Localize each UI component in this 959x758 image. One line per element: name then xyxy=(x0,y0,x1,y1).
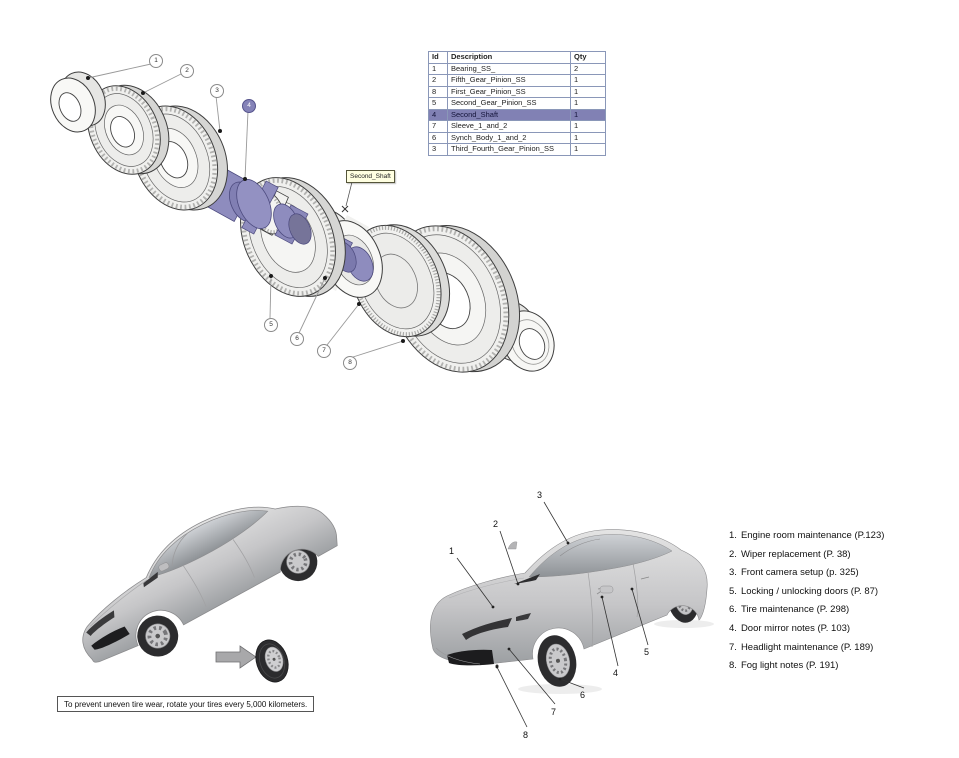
maintenance-item: 2.Wiper replacement (P. 38) xyxy=(729,548,851,560)
gear-leader-dots xyxy=(86,76,405,343)
second-shaft-part[interactable] xyxy=(186,157,316,248)
rotation-arrow xyxy=(215,645,257,669)
car2-wiper-slit xyxy=(514,574,540,584)
car2-glass xyxy=(528,534,673,578)
gear-callout-7[interactable]: 7 xyxy=(317,344,331,358)
parts-table-row[interactable]: 3 Third_Fourth_Gear_Pinion_SS 1 xyxy=(428,143,606,156)
bearing-front xyxy=(50,71,106,133)
gear-callout-1[interactable]: 1 xyxy=(149,54,163,68)
tire-note-caption: To prevent uneven tire wear, rotate your… xyxy=(57,696,315,712)
car1-wiper-slit xyxy=(143,571,158,588)
parts-table-row[interactable]: 6 Synch_Body_1_and_2 1 xyxy=(428,131,606,144)
gear-callout-8[interactable]: 8 xyxy=(343,356,357,370)
car1-grille xyxy=(91,626,130,650)
car-callout-5: 5 xyxy=(644,647,650,657)
gear-callout-6[interactable]: 6 xyxy=(290,332,304,346)
car2-front-wheel xyxy=(537,635,577,687)
car1-body xyxy=(82,505,338,663)
parts-table-row[interactable]: 5 Second_Gear_Pinion_SS 1 xyxy=(428,97,606,110)
parts-table-row[interactable]: 1 Bearing_SS_ 2 xyxy=(428,62,606,75)
car2-mirror xyxy=(596,585,614,595)
car-callout-6: 6 xyxy=(580,690,586,700)
tooltip-leader xyxy=(341,181,353,213)
col-qty: Qty xyxy=(570,51,606,64)
col-description: Description xyxy=(447,51,571,64)
maintenance-item: 7.Headlight maintenance (P. 189) xyxy=(729,641,874,653)
car-callout-1: 1 xyxy=(449,546,455,556)
maintenance-item: 4.Door mirror notes (P. 103) xyxy=(729,622,851,634)
part-tooltip: Second_Shaft xyxy=(346,170,395,183)
maintenance-item: 8.Fog light notes (P. 191) xyxy=(729,660,839,672)
gear-callout-3[interactable]: 3 xyxy=(210,84,224,98)
parts-table-row[interactable]: 8 First_Gear_Pinion_SS 1 xyxy=(428,85,606,98)
car-tilted xyxy=(82,505,338,663)
parts-table-row-selected[interactable]: 4 Second_Shaft 1 xyxy=(428,108,606,121)
car2-leader-lines xyxy=(456,501,649,728)
car2-headlight xyxy=(462,618,512,640)
car-callout-3: 3 xyxy=(537,490,543,500)
parts-table: Id Description Qty 1 Bearing_SS_ 2 2 Fif… xyxy=(428,51,606,156)
exterior-callout-illustration xyxy=(430,501,714,728)
gear-leader-lines xyxy=(87,63,404,358)
gear-callout-2[interactable]: 2 xyxy=(180,64,194,78)
car2-grille xyxy=(447,649,494,666)
car-callout-4: 4 xyxy=(613,668,619,678)
gear-callout-4-selected[interactable]: 4 xyxy=(242,99,256,113)
car1-front-wheel xyxy=(137,615,179,657)
car-callout-7: 7 xyxy=(551,707,557,717)
maintenance-item: 5.Locking / unlocking doors (P. 87) xyxy=(729,585,879,597)
car1-mirror xyxy=(158,562,170,572)
parts-table-row[interactable]: 7 Sleeve_1_and_2 1 xyxy=(428,120,606,133)
gear-exploded-diagram xyxy=(50,63,555,373)
car2-leader-dots xyxy=(491,541,634,681)
car2-roof-fin xyxy=(507,541,518,550)
car1-glass xyxy=(148,510,269,579)
col-id: Id xyxy=(428,51,448,64)
parts-table-header: Id Description Qty xyxy=(428,51,606,64)
parts-table-row[interactable]: 2 Fifth_Gear_Pinion_SS 1 xyxy=(428,74,606,87)
maintenance-item: 3.Front camera setup (p. 325) xyxy=(729,567,859,579)
gear-fifth-pinion xyxy=(87,84,170,175)
maintenance-item: 6.Tire maintenance (P. 298) xyxy=(729,604,850,616)
maintenance-list: 1.Engine room maintenance (P.123) 2.Wipe… xyxy=(729,531,884,680)
car-callout-2: 2 xyxy=(493,519,499,529)
car1-headlight xyxy=(86,610,115,636)
gear-callout-5[interactable]: 5 xyxy=(264,318,278,332)
car-callout-8: 8 xyxy=(523,730,529,740)
maintenance-item: 1.Engine room maintenance (P.123) xyxy=(729,530,885,541)
detached-tire xyxy=(255,639,289,683)
tire-rotation-illustration xyxy=(82,505,338,683)
